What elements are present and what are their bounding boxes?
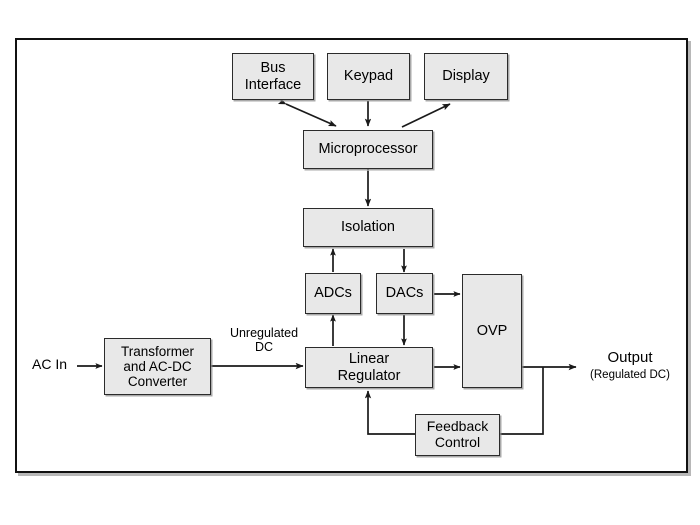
node-display[interactable]: Display xyxy=(424,53,508,100)
node-transformer-label-3: Converter xyxy=(127,374,188,390)
node-dacs[interactable]: DACs xyxy=(376,273,433,314)
node-dacs-label: DACs xyxy=(385,285,424,302)
node-feedback-control-label-1: Feedback xyxy=(426,418,489,435)
node-bus-interface-label-2: Interface xyxy=(244,76,302,93)
node-ovp[interactable]: OVP xyxy=(462,274,522,388)
label-output: Output xyxy=(607,349,653,366)
node-keypad[interactable]: Keypad xyxy=(327,53,410,100)
node-linear-regulator-label-2: Regulator xyxy=(337,367,401,384)
node-microprocessor[interactable]: Microprocessor xyxy=(303,130,433,169)
node-isolation[interactable]: Isolation xyxy=(303,208,433,247)
node-isolation-label: Isolation xyxy=(340,219,395,236)
node-feedback-control-label-2: Control xyxy=(434,434,481,450)
label-ac-in: AC In xyxy=(31,356,67,372)
node-transformer-label-1: Transformer xyxy=(120,343,194,359)
node-adcs-label: ADCs xyxy=(314,285,352,302)
node-keypad-label: Keypad xyxy=(343,68,394,85)
node-bus-interface-label-1: Bus xyxy=(260,60,286,77)
label-unregulated-dc: Unregulated DC xyxy=(216,326,312,354)
label-unregulated-dc-line-2: DC xyxy=(254,340,274,354)
node-adcs[interactable]: ADCs xyxy=(305,273,361,314)
label-unregulated-dc-line-1: Unregulated xyxy=(229,326,299,340)
node-microprocessor-label: Microprocessor xyxy=(318,141,418,158)
diagram-frame xyxy=(15,38,688,473)
label-output-subtitle: (Regulated DC) xyxy=(590,369,670,381)
node-display-label: Display xyxy=(442,68,490,85)
node-linear-regulator-label-1: Linear xyxy=(348,351,390,368)
node-transformer-label-2: and AC-DC xyxy=(123,358,192,374)
node-ovp-label: OVP xyxy=(476,322,508,339)
